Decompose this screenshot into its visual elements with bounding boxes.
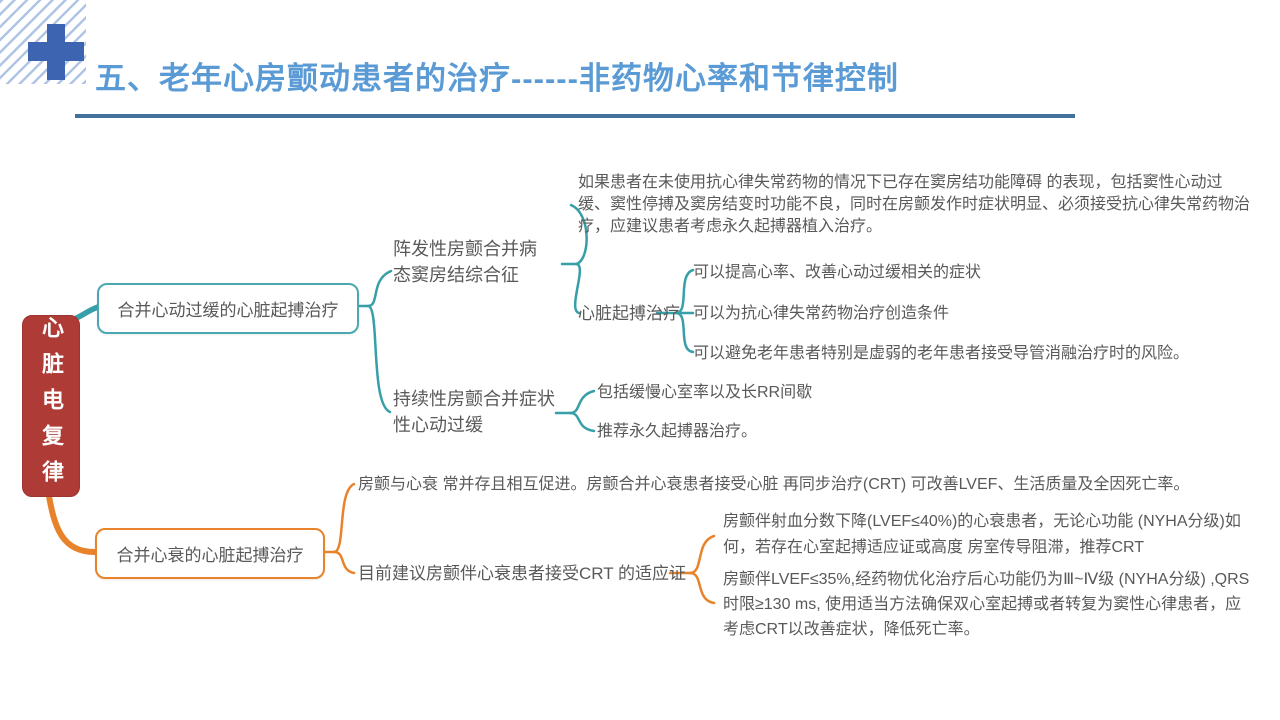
persistent-af-node: 持续性房颤合并症状性心动过缓: [393, 389, 555, 435]
connector-to-indication-1: [688, 534, 716, 575]
persistent-point-1: 包括缓慢心室率以及长RR间歇: [597, 384, 813, 401]
connector-to-sick-sinus-paragraph: [569, 203, 588, 266]
connector-to-paroxysmal: [366, 269, 393, 308]
connector-to-benefit-3: [674, 311, 695, 354]
paroxysmal-af-node: 阵发性房颤合并病态窦房结综合征: [393, 239, 537, 285]
crt-indication-node: 目前建议房颤伴心衰患者接受CRT 的适应证: [358, 564, 687, 583]
pacing-benefit-3: 可以避免老年患者特别是虚弱的老年患者接受导管消融治疗时的风险。: [693, 345, 1190, 362]
connector-to-hf-intro: [332, 482, 356, 554]
root-node: 心脏电复律: [22, 315, 80, 497]
heart-failure-branch-label: 合并心衰的心脏起搏治疗: [116, 546, 304, 565]
medical-cross-icon: [28, 24, 84, 80]
bradycardia-branch-node: 合并心动过缓的心脏起搏治疗: [97, 283, 359, 334]
connector-to-point-1: [568, 389, 596, 415]
connector-to-point-2: [568, 411, 596, 433]
slide-title: 五、老年心房颤动患者的治疗------非药物心率和节律控制: [95, 61, 899, 96]
pacing-benefit-1: 可以提高心率、改善心动过缓相关的症状: [693, 264, 982, 281]
root-node-label: 心脏电复律: [39, 316, 64, 496]
connector-to-crt-node: [332, 550, 356, 575]
heart-failure-branch-node: 合并心衰的心脏起搏治疗: [95, 528, 325, 579]
cardiac-pacing-node: 心脏起搏治疗: [578, 304, 680, 323]
pacing-benefit-2: 可以为抗心律失常药物治疗创造条件: [693, 305, 950, 322]
title-underline: [75, 114, 1075, 118]
bradycardia-branch-label: 合并心动过缓的心脏起搏治疗: [117, 301, 339, 320]
persistent-point-2: 推荐永久起搏器治疗。: [597, 423, 758, 440]
connector-root-to-heart-failure: [45, 487, 98, 555]
crt-indication-2: 房颤伴LVEF≤35%,经药物优化治疗后心功能仍为Ⅲ~Ⅳ级 (NYHA分级) ,…: [723, 571, 1250, 638]
crt-indication-1: 房颤伴射血分数下降(LVEF≤40%)的心衰患者，无论心功能 (NYHA分级)如…: [723, 513, 1241, 556]
connector-to-pacing-node: [573, 262, 582, 315]
heart-failure-intro-text: 房颤与心衰 常并存且相互促进。房颤合并心衰患者接受心脏 再同步治疗(CRT) 可…: [358, 476, 1190, 493]
connector-to-indication-2: [688, 571, 716, 605]
connector-to-persistent: [366, 304, 392, 414]
sick-sinus-paragraph: 如果患者在未使用抗心律失常药物的情况下已存在窦房结功能障碍 的表现，包括窦性心动…: [578, 174, 1251, 235]
